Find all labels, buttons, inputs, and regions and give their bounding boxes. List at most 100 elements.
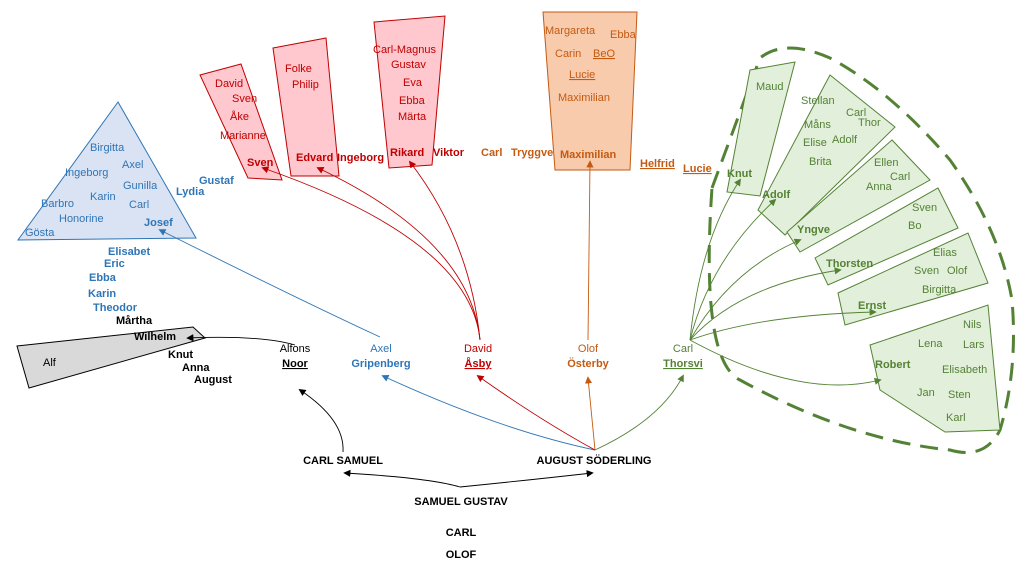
gripenberg-box-member: Karin (90, 191, 116, 203)
gripenberg-member: Karin (88, 288, 116, 300)
osterby-box (542, 11, 638, 171)
connector-thorsvi-thorsten (689, 267, 842, 341)
gripenberg-member: Lydia (176, 186, 205, 198)
robert-box-member: Lena (918, 338, 943, 350)
gripenberg-member: Elisabet (108, 246, 151, 258)
osterby-box-member: BeO (593, 48, 615, 60)
connector-thorsvi-yngve (689, 238, 802, 341)
connector-thorsvi-adolf (689, 198, 777, 341)
noor-given: Alfons (280, 343, 311, 355)
robert-box-member: Robert (875, 359, 911, 371)
adolf-box (757, 74, 896, 236)
osterby-given: Olof (578, 343, 599, 355)
ernst-box (837, 232, 989, 326)
ernst-box-member: Birgitta (922, 284, 957, 296)
gripenberg-box-member: Josef (144, 217, 173, 229)
connector-thorsvi-knut (689, 178, 741, 341)
connector-osterby-maximilian (586, 160, 594, 341)
adolf-box-member: Elise (803, 137, 827, 149)
thorsten-box (814, 187, 959, 286)
yngve-box-member: Carl (890, 171, 910, 183)
rikard-box-member: Gustav (391, 59, 426, 71)
noor-member: Mårtha (116, 315, 153, 327)
gripenberg-family: Gripenberg (351, 358, 410, 370)
adolf-box-member: Adolf (762, 189, 790, 201)
rikard-box-member: Rikard (390, 147, 424, 159)
thorsvi-family: Thorsvi (663, 358, 703, 370)
adolf-box-member: Brita (809, 156, 833, 168)
thorsvi-given: Carl (673, 343, 693, 355)
connector-carlsamuel-noor (298, 389, 344, 453)
gripenberg-box-member: Barbro (41, 198, 74, 210)
gripenberg-box-member: Carl (129, 199, 149, 211)
gripenberg-box-member: Axel (122, 159, 143, 171)
connector-asby-edvard (316, 167, 481, 341)
yngve-box-member: Anna (866, 181, 893, 193)
robert-box-member: Jan (917, 387, 935, 399)
thorsvi-enclosure (707, 46, 1015, 454)
root-samuel-gustav: SAMUEL GUSTAV (414, 496, 508, 508)
osterby-member: Carl (481, 147, 502, 159)
connector-gripenberg-josef (158, 229, 381, 338)
gripenberg-box-member: Honorine (59, 213, 104, 225)
gripenberg-given: Axel (370, 343, 391, 355)
ernst-box-member: Elias (933, 247, 957, 259)
root-carl: CARL (446, 527, 477, 539)
edvard-box-member: Folke (285, 63, 312, 75)
asby-given: David (464, 343, 492, 355)
gripenberg-box-member: Gösta (25, 227, 55, 239)
noor-box-member: Alf (43, 357, 57, 369)
edvard-box-member: Philip (292, 79, 319, 91)
osterby-box-member: Margareta (545, 25, 596, 37)
connector-samuel-august (459, 470, 594, 488)
connector-august-gripenberg (381, 374, 596, 451)
connector-asby-sven (261, 166, 481, 341)
gripenberg-box-member: Birgitta (90, 142, 125, 154)
thorsten-box-member: Thorsten (826, 258, 873, 270)
branch-carl-samuel: CARL SAMUEL (303, 455, 383, 467)
adolf-box-member: Stellan (801, 95, 835, 107)
adolf-box-member: Carl (846, 107, 866, 119)
rikard-box-member: Eva (403, 77, 423, 89)
connector-samuel-carlsamuel (343, 469, 461, 488)
yngve-box-member: Yngve (797, 224, 830, 236)
osterby-box-member: Maximilian (560, 149, 617, 161)
connector-august-osterby (584, 376, 596, 451)
connector-noor-wilhelm (186, 334, 296, 346)
robert-box-member: Elisabeth (942, 364, 987, 376)
gripenberg-box-member: Gunilla (123, 180, 158, 192)
gripenberg-box-member: Ingeborg (65, 167, 108, 179)
asby-member: Ingeborg (337, 152, 384, 164)
osterby-box-member: Ebba (610, 29, 637, 41)
connector-thorsvi-robert (689, 339, 882, 386)
rikard-box (373, 15, 446, 169)
noor-member: August (194, 374, 232, 386)
osterby-box-member: Lucie (569, 69, 595, 81)
gripenberg-member: Theodor (93, 302, 138, 314)
sven-box-member: Sven (232, 93, 257, 105)
sven-box (199, 63, 283, 181)
sven-box-member: Marianne (220, 130, 266, 142)
osterby-box-member: Maximilian (558, 92, 610, 104)
knut-box (726, 61, 796, 197)
robert-box-member: Lars (963, 339, 985, 351)
ernst-box-member: Sven (914, 265, 939, 277)
robert-box-member: Karl (946, 412, 966, 424)
thorsvi-member: Lucie (683, 163, 712, 175)
adolf-box-member: Måns (804, 119, 831, 131)
rikard-box-member: Ebba (399, 95, 426, 107)
osterby-member: Tryggve (511, 147, 553, 159)
thorsvi-member: Helfrid (640, 158, 675, 170)
robert-box-member: Nils (963, 319, 982, 331)
adolf-box-member: Adolf (832, 134, 858, 146)
osterby-family: Österby (567, 357, 609, 370)
noor-box (16, 326, 206, 389)
noor-family: Noor (282, 358, 308, 370)
yngve-box-member: Ellen (874, 157, 898, 169)
connector-asby-rikard (408, 160, 481, 341)
knut-box-member: Maud (756, 81, 784, 93)
robert-box-member: Sten (948, 389, 971, 401)
branch-august-soderling: AUGUST SÖDERLING (537, 454, 652, 467)
